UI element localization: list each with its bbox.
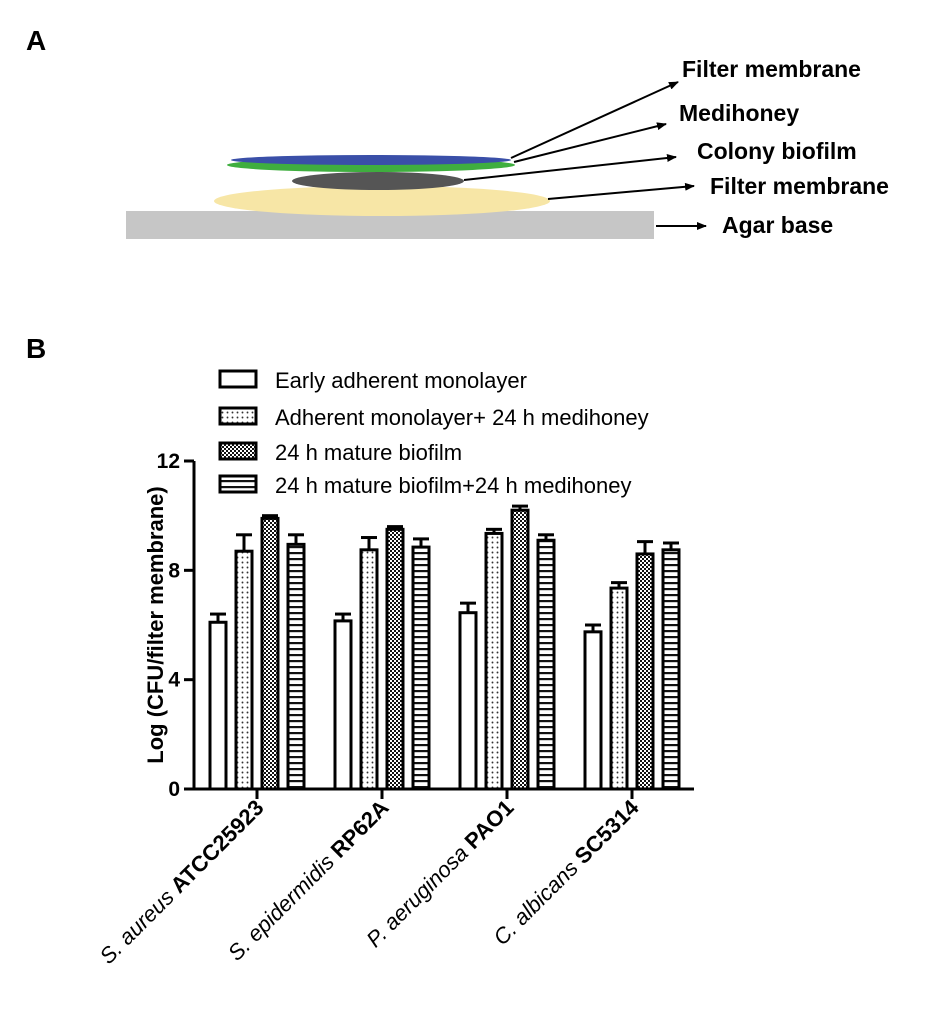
filter-bottom-arrow: [547, 182, 695, 200]
y-tick-label: 12: [157, 450, 180, 473]
filter-membrane-top-label: Filter membrane: [682, 56, 861, 82]
bar: [333, 619, 353, 791]
y-axis-title: Log (CFU/filter membrane): [143, 486, 168, 763]
x-tick-label-species: S. aureus: [95, 880, 184, 969]
medihoney-label: Medihoney: [679, 100, 799, 126]
bar: [411, 545, 431, 791]
bar: [536, 538, 556, 791]
y-tick-label: 8: [168, 559, 180, 582]
filter-top-arrow: [510, 81, 679, 159]
bar: [635, 552, 655, 791]
x-tick-label-strain: ATCC25923: [166, 795, 269, 898]
colony-biofilm-shape: [292, 172, 464, 190]
bar: [609, 586, 629, 791]
agar-base-label: Agar base: [722, 212, 833, 238]
panel-a-letter: A: [26, 25, 46, 56]
x-tick-label-strain: PAO1: [460, 795, 519, 854]
filter-membrane-bottom-shape: [214, 186, 550, 216]
legend-label: Adherent monolayer+ 24 h medihoney: [275, 405, 649, 430]
bars: [208, 504, 681, 799]
bar: [385, 527, 405, 791]
x-tick-label-strain: SC5314: [570, 794, 644, 868]
colony-biofilm-label: Colony biofilm: [697, 138, 857, 164]
filter-membrane-top-shape: [231, 155, 511, 165]
bar: [208, 620, 228, 791]
x-tick-label-species: S. epidermidis: [223, 845, 344, 966]
legend-label: Early adherent monolayer: [275, 368, 527, 393]
y-tick-label: 4: [168, 669, 180, 692]
bar: [484, 531, 504, 791]
legend-item: Early adherent monolayer: [218, 368, 527, 393]
x-tick-label-strain: RP62A: [326, 795, 394, 863]
x-tick-label-species: C. albicans: [488, 851, 587, 950]
panel-b-letter: B: [26, 333, 46, 364]
legend-item: Adherent monolayer+ 24 h medihoney: [218, 405, 649, 430]
legend-swatch: [218, 474, 258, 494]
x-tick-label-species: P. aeruginosa: [361, 836, 477, 952]
panel-b: B Early adherent monolayer Adherent mono…: [26, 333, 694, 969]
y-tick-label: 0: [168, 778, 180, 801]
legend-label: 24 h mature biofilm: [275, 440, 462, 465]
bar: [510, 508, 530, 791]
bar: [286, 542, 306, 791]
legend-label: 24 h mature biofilm+24 h medihoney: [275, 473, 632, 498]
legend-swatch: [218, 369, 258, 389]
panel-a: A Filter membrane Medihoney Colony biofi…: [26, 25, 889, 239]
bar: [234, 549, 254, 791]
legend-item: 24 h mature biofilm+24 h medihoney: [218, 473, 632, 498]
bar: [260, 516, 280, 791]
bar: [458, 611, 478, 791]
legend: Early adherent monolayer Adherent monola…: [218, 368, 649, 498]
colony-arrow: [463, 153, 677, 181]
bar: [359, 548, 379, 791]
bar: [661, 548, 681, 791]
legend-swatch: [218, 406, 258, 426]
filter-membrane-bottom-label: Filter membrane: [710, 173, 889, 199]
medihoney-arrow: [513, 122, 667, 163]
bar: [583, 630, 603, 791]
legend-item: 24 h mature biofilm: [218, 440, 462, 465]
legend-swatch: [218, 441, 258, 461]
